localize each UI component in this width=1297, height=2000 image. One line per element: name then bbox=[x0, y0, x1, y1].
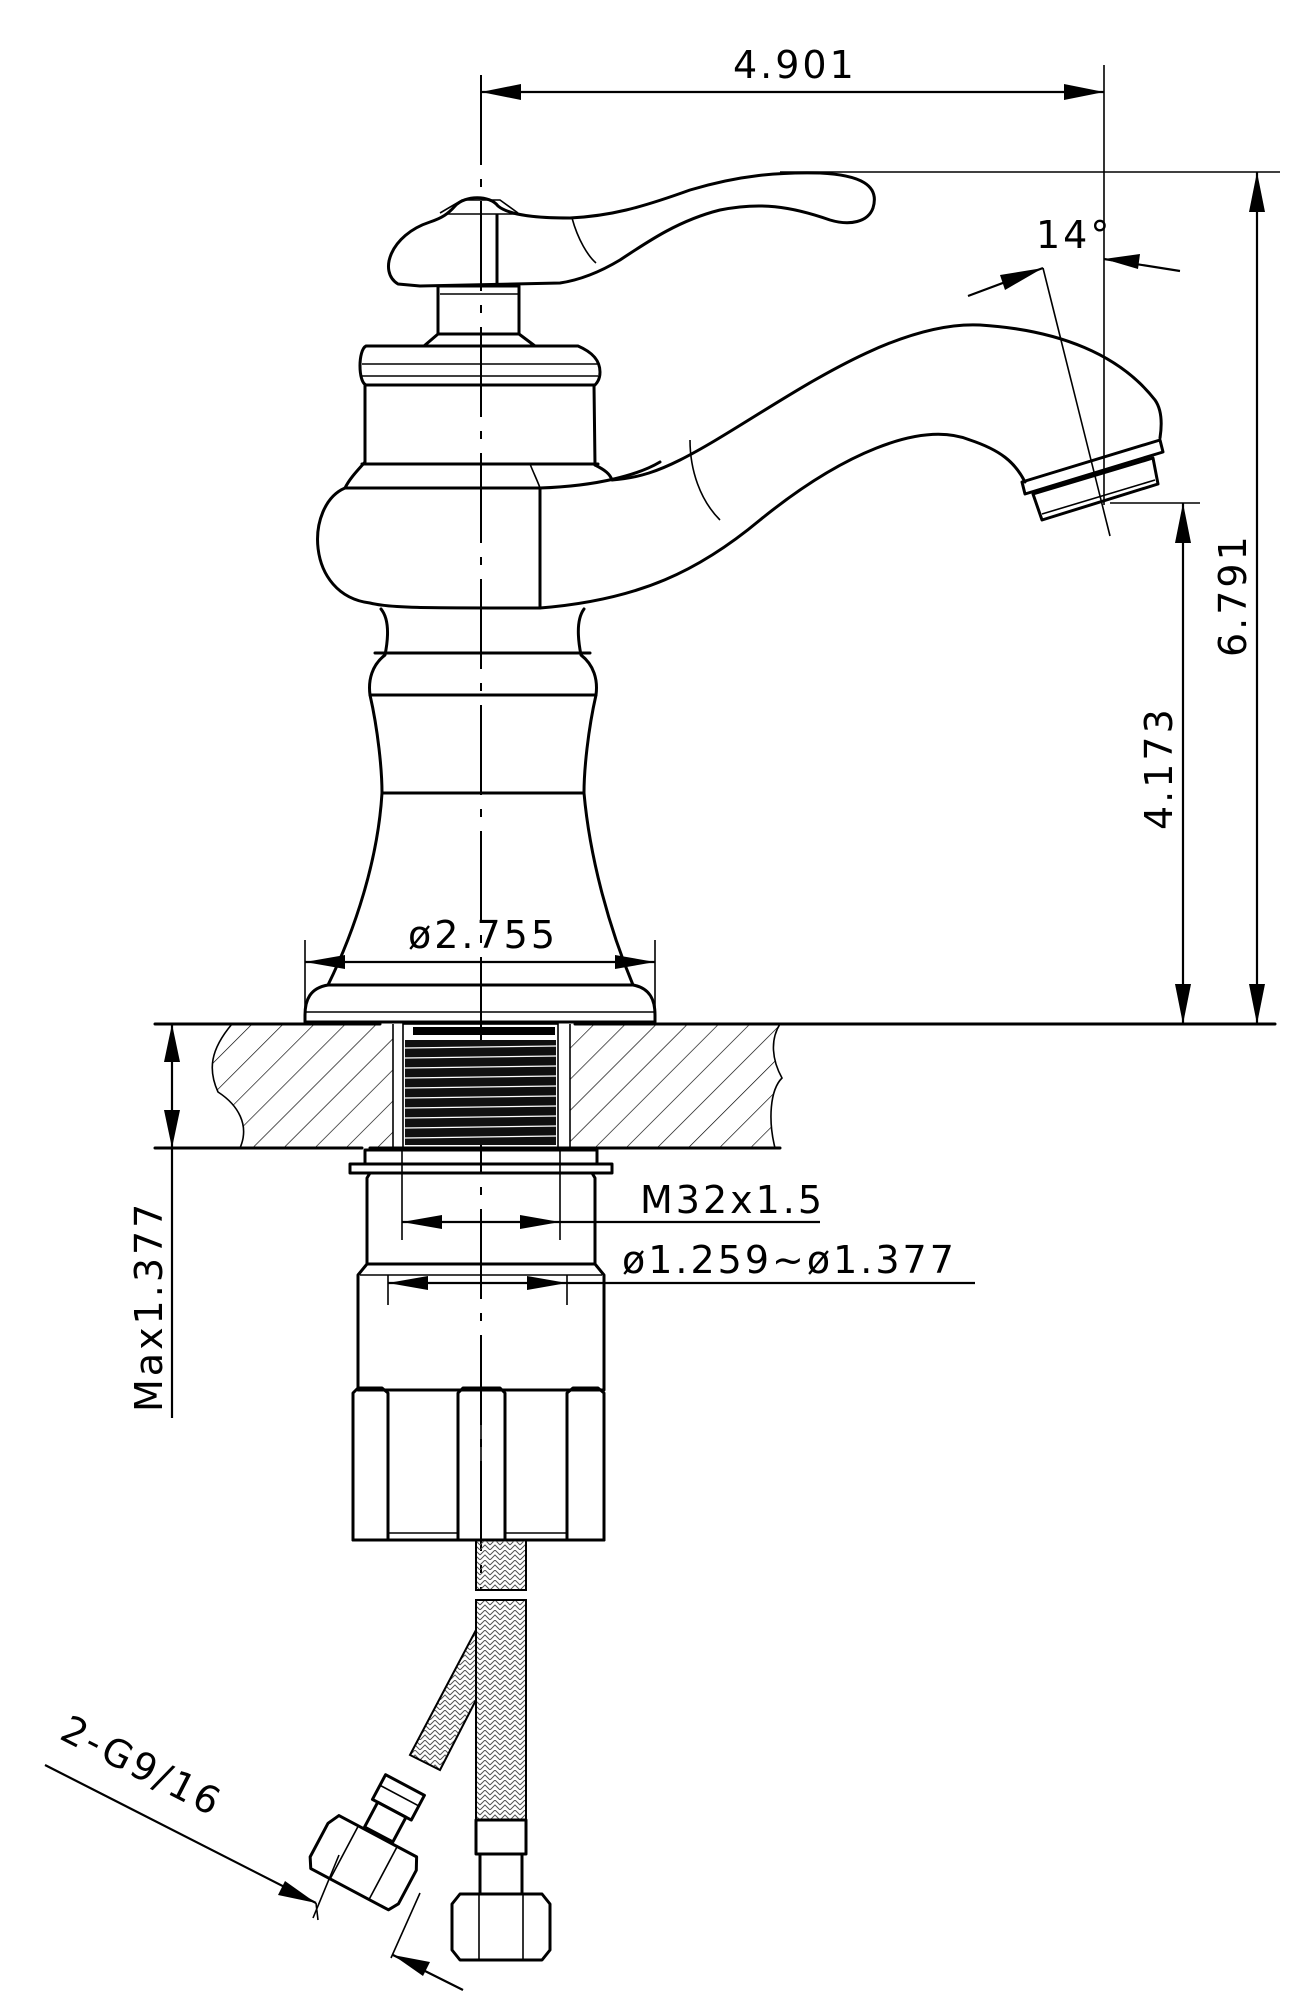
total-height-label: 6.791 bbox=[1211, 533, 1255, 657]
spout-angle-dimension: 14° bbox=[967, 213, 1181, 537]
handle-neck bbox=[422, 284, 537, 348]
mounting-hole-label: ø1.259~ø1.377 bbox=[622, 1238, 957, 1282]
mounting-hole-dimension: ø1.259~ø1.377 bbox=[388, 1238, 975, 1290]
base-diameter-label: ø2.755 bbox=[408, 913, 558, 957]
spout-reach-label: 4.901 bbox=[733, 43, 857, 87]
spout-height-label: 4.173 bbox=[1137, 706, 1181, 830]
supply-hoses bbox=[308, 1539, 552, 1962]
spout bbox=[538, 323, 1165, 610]
mounting-nut bbox=[348, 1148, 614, 1392]
thread-spec-label: M32x1.5 bbox=[640, 1178, 825, 1222]
deck-thickness-dimension: Max1.377 bbox=[127, 1024, 180, 1418]
nut-fingers bbox=[351, 1386, 606, 1542]
spout-angle-label: 14° bbox=[1036, 213, 1112, 257]
thread-dimension: M32x1.5 bbox=[402, 1178, 825, 1229]
base-diameter-dimension: ø2.755 bbox=[304, 913, 656, 1022]
deck-thickness-label: Max1.377 bbox=[127, 1201, 171, 1412]
spout-height-dimension: 4.173 bbox=[1110, 502, 1200, 1024]
spout-reach-dimension: 4.901 bbox=[481, 43, 1105, 505]
faucet-body bbox=[316, 383, 600, 610]
faucet-stem bbox=[326, 607, 635, 987]
handle bbox=[387, 171, 876, 288]
threaded-shank bbox=[402, 1023, 559, 1149]
cartridge-cap bbox=[358, 344, 602, 387]
hose-connection-label: 2-G9/16 bbox=[54, 1707, 230, 1826]
countertop-section bbox=[153, 1022, 1277, 1150]
total-height-dimension: 6.791 bbox=[780, 171, 1280, 1024]
